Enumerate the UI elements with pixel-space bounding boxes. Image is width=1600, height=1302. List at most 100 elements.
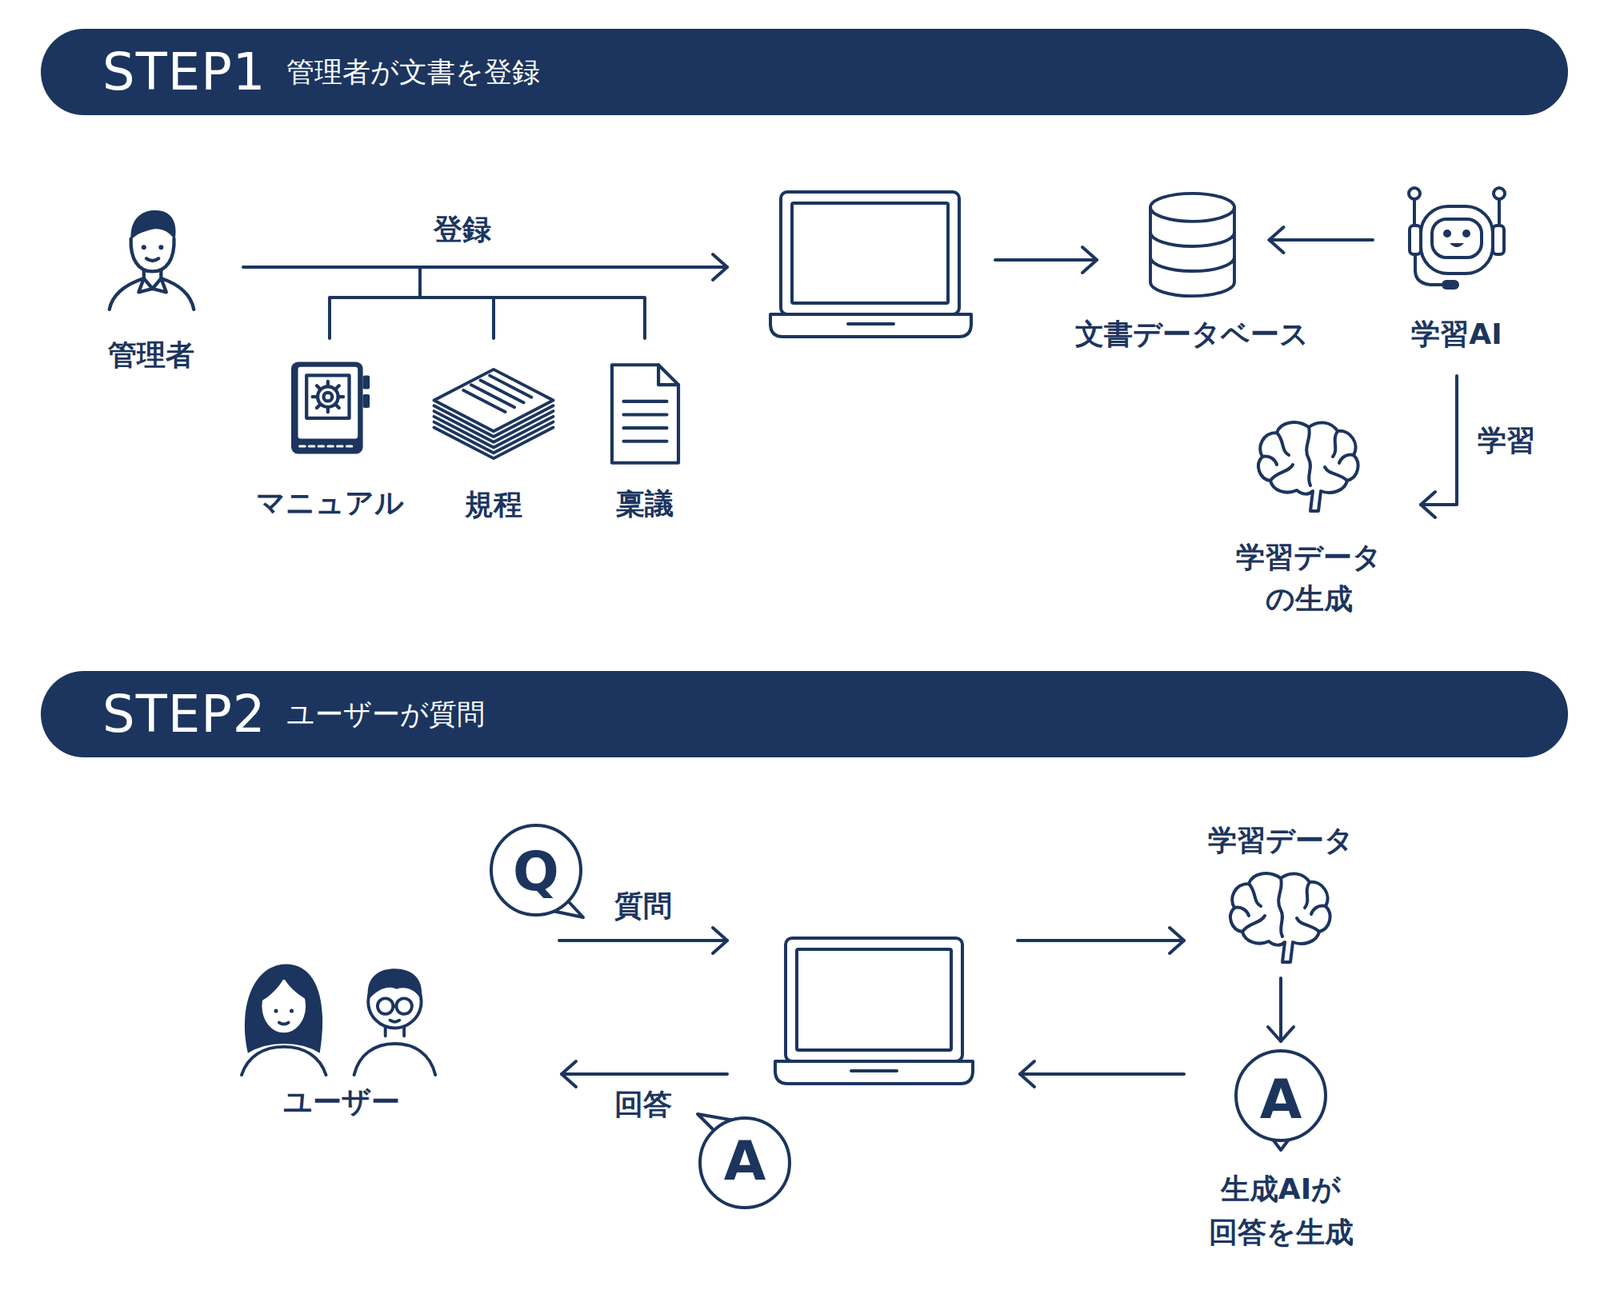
bubble-letter: A <box>692 1109 797 1214</box>
layout-group <box>243 192 1184 1084</box>
node-label: 学習AI <box>1411 316 1502 352</box>
icon-group <box>291 361 370 454</box>
node-label: 文書データベース <box>1075 316 1309 352</box>
icon <box>1396 184 1517 296</box>
icon-stroke <box>396 998 412 1015</box>
icon-stroke <box>260 973 308 1002</box>
step-title: ユーザーが質問 <box>286 700 485 729</box>
icon <box>1224 866 1337 971</box>
icon-stroke <box>1248 882 1310 908</box>
icon-stroke <box>1493 188 1505 200</box>
icon-stroke <box>273 1008 278 1013</box>
icon-stroke <box>278 1023 288 1025</box>
node-label: マニュアル <box>256 484 404 521</box>
arrow-label: 回答 <box>611 1087 676 1122</box>
icon-stroke <box>1258 422 1359 512</box>
layout-stroke <box>792 203 948 304</box>
connector-arrow <box>1269 238 1374 242</box>
icon-stroke <box>143 269 161 279</box>
icon-stroke <box>1306 427 1311 486</box>
answer-bubble: A生成AIが 回答を生成 <box>1184 1048 1377 1255</box>
arrow-label: 登録 <box>430 212 495 247</box>
rules-icon: 規程 <box>425 366 562 523</box>
connector-arrow <box>1420 376 1457 505</box>
icon <box>1252 415 1365 520</box>
icon-stroke <box>1409 225 1421 255</box>
icon-group <box>611 364 678 464</box>
icon-stroke <box>324 392 333 402</box>
bubble-letter: A <box>1228 1048 1333 1152</box>
bubble-shape: Q <box>484 820 588 924</box>
icon-stroke <box>130 210 176 241</box>
icon-stroke <box>241 1047 326 1076</box>
step-title: 管理者が文書を登録 <box>286 58 540 87</box>
icon <box>229 944 455 1077</box>
layout-stroke <box>561 1072 728 1076</box>
icon-stroke <box>1408 188 1420 200</box>
layout-stroke <box>995 258 1097 262</box>
icon-stroke <box>298 367 359 440</box>
icon-stroke <box>108 278 194 310</box>
icon-stroke <box>1441 280 1460 290</box>
bubble-shape: A <box>1228 1048 1333 1152</box>
icon-stroke <box>138 278 166 292</box>
edge-label: 学習 <box>1474 423 1539 458</box>
node-label: 学習データ <box>1208 822 1354 859</box>
icon-group <box>108 210 194 310</box>
icon-stroke <box>244 964 322 1053</box>
icon-stroke <box>1492 225 1504 255</box>
layout-stroke <box>775 1061 973 1084</box>
icon-stroke <box>130 239 174 272</box>
icon-stroke <box>1462 229 1471 238</box>
layout-stroke <box>559 939 728 943</box>
ai-robot: 学習AI <box>1396 184 1517 352</box>
icon-stroke <box>291 361 364 454</box>
icon-stroke <box>611 364 678 464</box>
icon-stroke <box>1234 906 1326 932</box>
layout-stroke <box>780 192 960 315</box>
icon-stroke <box>300 444 356 448</box>
step-band: STEP1管理者が文書を登録 <box>40 28 1568 116</box>
icon-stroke <box>1420 206 1493 274</box>
icon-stroke <box>1278 878 1283 937</box>
icon <box>101 199 202 312</box>
layout-stroke <box>329 267 645 339</box>
icon-group <box>1150 193 1235 296</box>
layout-stroke <box>243 265 728 269</box>
layout-stroke <box>1017 939 1184 943</box>
icon-stroke <box>463 376 532 412</box>
icon-stroke <box>140 244 146 250</box>
icon-stroke <box>146 258 159 261</box>
layout-stroke <box>848 322 894 326</box>
manual-icon: マニュアル <box>256 356 404 521</box>
node-label: 管理者 <box>108 336 195 373</box>
node-label: 規程 <box>464 486 523 523</box>
icon <box>1144 188 1241 301</box>
icon-stroke <box>1276 431 1338 457</box>
icon-stroke <box>389 1020 400 1023</box>
icon-stroke <box>288 1008 293 1013</box>
node-label: 稟議 <box>616 485 674 522</box>
icon-group <box>1408 188 1505 290</box>
layout-stroke <box>770 314 972 337</box>
icon-stroke <box>1449 243 1464 248</box>
layout-stroke <box>1020 1072 1184 1076</box>
icon <box>603 360 688 468</box>
bubble-shape: A <box>692 1109 797 1214</box>
icon-stroke <box>306 375 349 418</box>
node-label: ユーザー <box>283 1084 400 1120</box>
icon <box>281 356 378 460</box>
icon-stroke <box>658 364 679 385</box>
proposal-icon: 稟議 <box>603 360 688 522</box>
icon-stroke <box>623 400 667 441</box>
answer-bubble: A <box>692 1109 797 1214</box>
icon-stroke <box>158 244 164 250</box>
layout-stroke <box>851 1069 897 1073</box>
icon-group <box>434 369 554 459</box>
node-label: 学習データ の生成 <box>1212 536 1405 620</box>
icon-group <box>1230 873 1331 963</box>
users-icon: ユーザー <box>229 944 455 1120</box>
arrow-label: 質問 <box>611 888 676 924</box>
icon-stroke <box>1150 193 1235 222</box>
